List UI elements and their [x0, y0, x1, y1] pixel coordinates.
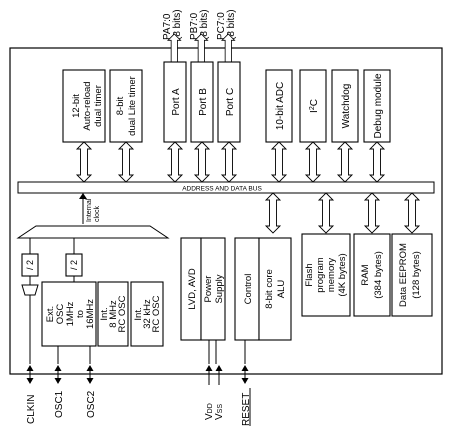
- port-c-label: Port C: [225, 88, 236, 116]
- eeprom-block: [391, 233, 433, 317]
- ext-osc-block: [41, 281, 97, 347]
- timer12-line3: dual timer: [93, 85, 104, 127]
- flash-line3: memory: [326, 258, 337, 293]
- ram-block: [353, 233, 391, 317]
- pb-pin-bits: (8 bits): [199, 9, 210, 40]
- internal-clock-line2: clock: [94, 206, 101, 222]
- timer12-line1: 12-bit: [71, 94, 82, 118]
- int-osc8-line3: RC OSC: [117, 295, 128, 332]
- timer12-line2: Auto-reload: [82, 81, 93, 130]
- ext-osc-line5: 16MHz: [85, 299, 96, 329]
- control-block: [234, 237, 260, 341]
- ram-line1: RAM: [360, 264, 371, 285]
- adc-block: [265, 69, 293, 143]
- flash-block: [301, 233, 351, 317]
- osc1-label: OSC1: [54, 390, 65, 418]
- port-a-pin: PA7:0 (8 bits): [162, 9, 183, 71]
- debug-label: Debug module: [373, 73, 384, 138]
- int-osc-32khz-block: [130, 281, 164, 347]
- internal-clock-line1: Internal: [86, 198, 93, 222]
- eeprom-line1: Data EEPROM: [398, 243, 409, 307]
- flash-line1: Flash: [304, 263, 315, 286]
- vdd-label: VDD: [204, 403, 215, 420]
- timer8-block: [109, 69, 143, 143]
- port-b-pin: PB7:0 (8 bits): [189, 9, 210, 71]
- address-data-bus: [17, 181, 435, 194]
- int-osc8-line1: Int.: [99, 307, 110, 320]
- ext-osc-line4: to: [75, 310, 86, 318]
- osc2-label: OSC2: [86, 390, 97, 418]
- vss-label: VSS: [214, 404, 225, 420]
- int-osc32-line1: Int.: [133, 307, 144, 320]
- pa-pin-bits: (8 bits): [172, 9, 183, 40]
- alu-block: [258, 237, 292, 341]
- power-line1: Power: [203, 276, 214, 303]
- clkin-label: CLKIN: [26, 395, 37, 424]
- flash-line4: (4K bytes): [337, 253, 348, 296]
- int-osc32-line2: 32 kHz: [142, 299, 153, 329]
- clock-mux: [16, 225, 170, 239]
- power-line2: Supply: [214, 274, 225, 303]
- timer8-line2: dual Lite timer: [127, 76, 138, 136]
- pc-pin-label: PC7:0: [216, 12, 227, 40]
- int-osc-8mhz-block: [97, 281, 129, 347]
- pb-pin-label: PB7:0: [189, 12, 200, 40]
- int-osc32-line3: RC OSC: [151, 295, 162, 332]
- port-a-label: Port A: [171, 88, 182, 116]
- port-c-pin: PC7:0 (8 bits): [216, 9, 237, 71]
- div1-label: / 2: [25, 260, 35, 270]
- i2c-label: I2C: [309, 99, 320, 113]
- power-supply-block: [200, 237, 226, 341]
- alu-line1: 8-bit core: [264, 269, 275, 309]
- eeprom-line2: (128 bytes): [411, 251, 422, 299]
- int-osc8-line2: 8 MHz: [108, 300, 119, 328]
- watchdog-block: [331, 69, 359, 143]
- div2-label: / 2: [69, 260, 79, 270]
- ext-osc-line1: Ext.: [45, 306, 56, 322]
- internal-clock-arrowhead: [79, 193, 87, 199]
- debug-block: [363, 69, 391, 143]
- pa-pin-label: PA7:0: [162, 13, 173, 40]
- timer8-line1: 8-bit: [115, 96, 126, 115]
- lvd-label: LVD, AVD: [187, 268, 198, 309]
- pc-pin-bits: (8 bits): [226, 9, 237, 40]
- reset-label: RESET: [241, 393, 252, 426]
- timer12-block: [62, 69, 106, 143]
- control-label: Control: [243, 274, 254, 305]
- adc-label: 10-bit ADC: [275, 82, 286, 130]
- clkin-selector: [21, 284, 39, 296]
- bus-label: ADDRESS AND DATA BUS: [182, 186, 262, 193]
- watchdog-label: Watchdog: [341, 84, 352, 129]
- ext-osc-line2: OSC: [55, 304, 66, 325]
- port-b-label: Port B: [198, 88, 209, 116]
- alu-line2: ALU: [276, 280, 287, 299]
- bottom-pin-arrows: [26, 365, 249, 385]
- ext-osc-line3: 1MHz: [65, 301, 76, 326]
- ram-line2: (384 bytes): [373, 251, 384, 299]
- i2c-block: [299, 69, 327, 143]
- flash-line2: program: [315, 257, 326, 292]
